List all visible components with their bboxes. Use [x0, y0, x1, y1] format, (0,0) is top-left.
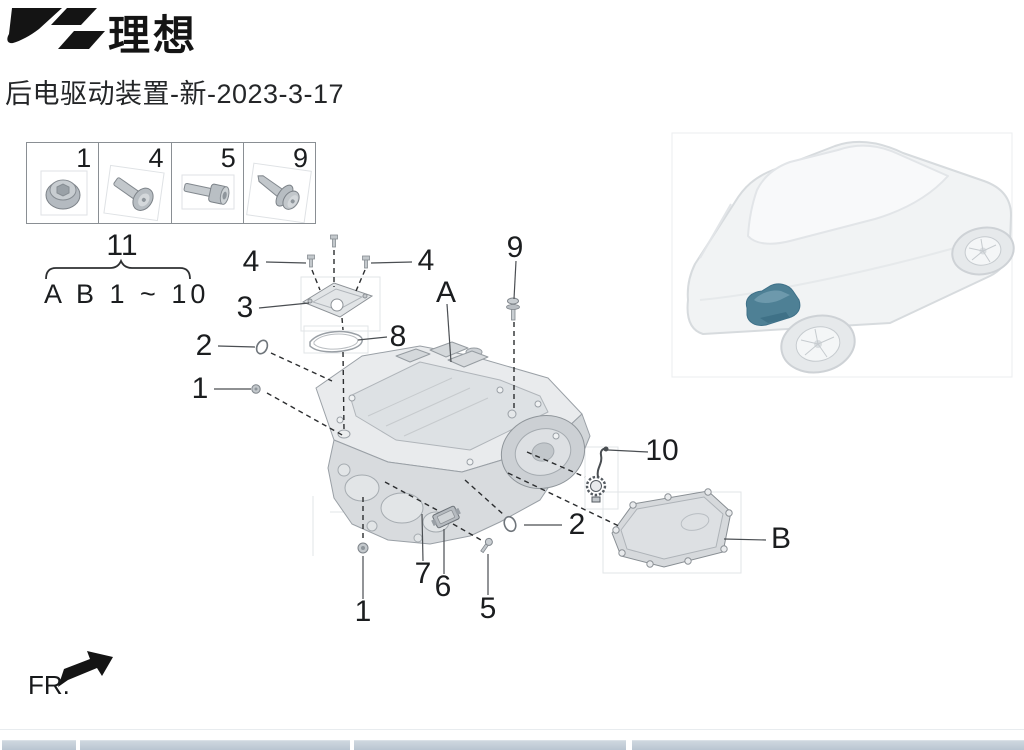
highlighted-drive-unit — [745, 283, 801, 326]
callout-4-left[interactable]: 4 — [242, 245, 260, 278]
callout-9[interactable]: 9 — [506, 231, 524, 264]
legend-number: 9 — [292, 143, 308, 173]
car-body — [686, 141, 1012, 335]
leader-lines — [214, 260, 767, 599]
legend-number: 5 — [220, 143, 236, 173]
callout-1-left[interactable]: 1 — [191, 372, 209, 405]
li-auto-logo-icon — [7, 8, 105, 49]
legend-cell-1[interactable]: 1 — [27, 143, 100, 223]
drive-unit-illustration — [315, 341, 591, 545]
callout-2-right[interactable]: 2 — [568, 508, 586, 541]
flanged-nut-icon — [40, 170, 88, 216]
callout-2-left[interactable]: 2 — [195, 329, 213, 362]
car-location-inset — [671, 132, 1015, 378]
cover-plate-part — [301, 282, 374, 318]
callout-3[interactable]: 3 — [236, 291, 254, 324]
assembly-dashed-lines — [266, 250, 622, 541]
fastener-legend: 1 4 5 — [26, 142, 316, 224]
oring-icon-right — [503, 515, 517, 533]
footer-header-cell-4 — [632, 740, 1024, 750]
oring-icon-left — [255, 339, 269, 355]
callout-7[interactable]: 7 — [414, 557, 432, 590]
fr-direction-label: FR. — [28, 670, 70, 700]
legend-cell-5[interactable]: 5 — [172, 143, 244, 223]
nut-icon-left — [251, 384, 261, 394]
footer-header-cell-2 — [80, 740, 350, 750]
table-top-hairline — [0, 729, 1024, 730]
nut-icon-bottom — [357, 542, 369, 554]
callout-4-right[interactable]: 4 — [417, 244, 435, 277]
page-title: 后电驱动装置-新-2023-3-17 — [5, 79, 345, 109]
washer-head-bolt-icon — [245, 162, 312, 223]
bolt-icon-5 — [480, 537, 493, 554]
callout-6[interactable]: 6 — [434, 570, 452, 603]
callout-B[interactable]: B — [770, 522, 792, 555]
front-wheel-icon — [951, 226, 1015, 276]
legend-cell-4[interactable]: 4 — [99, 143, 172, 223]
legend-number: 4 — [148, 143, 164, 173]
fr-arrow-icon — [58, 651, 113, 687]
legend-cell-9[interactable]: 9 — [244, 143, 315, 223]
legend-number: 1 — [76, 143, 92, 173]
bolt-icon-4-right — [362, 255, 370, 269]
socket-head-screw-icon — [181, 174, 234, 210]
group-count-label: 11 — [106, 229, 138, 262]
brand-name: 理想 — [108, 12, 199, 59]
bolt-icon-9 — [506, 297, 520, 321]
side-cover-part-b — [611, 488, 733, 568]
footer-header-cell-3 — [354, 740, 626, 750]
torx-bolt-icon — [103, 164, 165, 222]
bolt-icon-4-left — [307, 254, 315, 268]
callout-1-bottom[interactable]: 1 — [354, 595, 372, 628]
sensor-part-10 — [585, 446, 609, 503]
gasket-part — [309, 330, 363, 353]
sensor-part-6 — [431, 505, 461, 529]
bolt-icon-4-center — [330, 234, 338, 248]
rear-wheel-icon — [780, 314, 856, 374]
footer-header-cell-1 — [2, 740, 76, 750]
callout-8[interactable]: 8 — [389, 320, 407, 353]
group-members-label: A B 1 ~ 10 — [44, 279, 210, 309]
callout-A[interactable]: A — [435, 276, 457, 309]
callout-5[interactable]: 5 — [479, 592, 497, 625]
callout-10[interactable]: 10 — [645, 434, 679, 467]
